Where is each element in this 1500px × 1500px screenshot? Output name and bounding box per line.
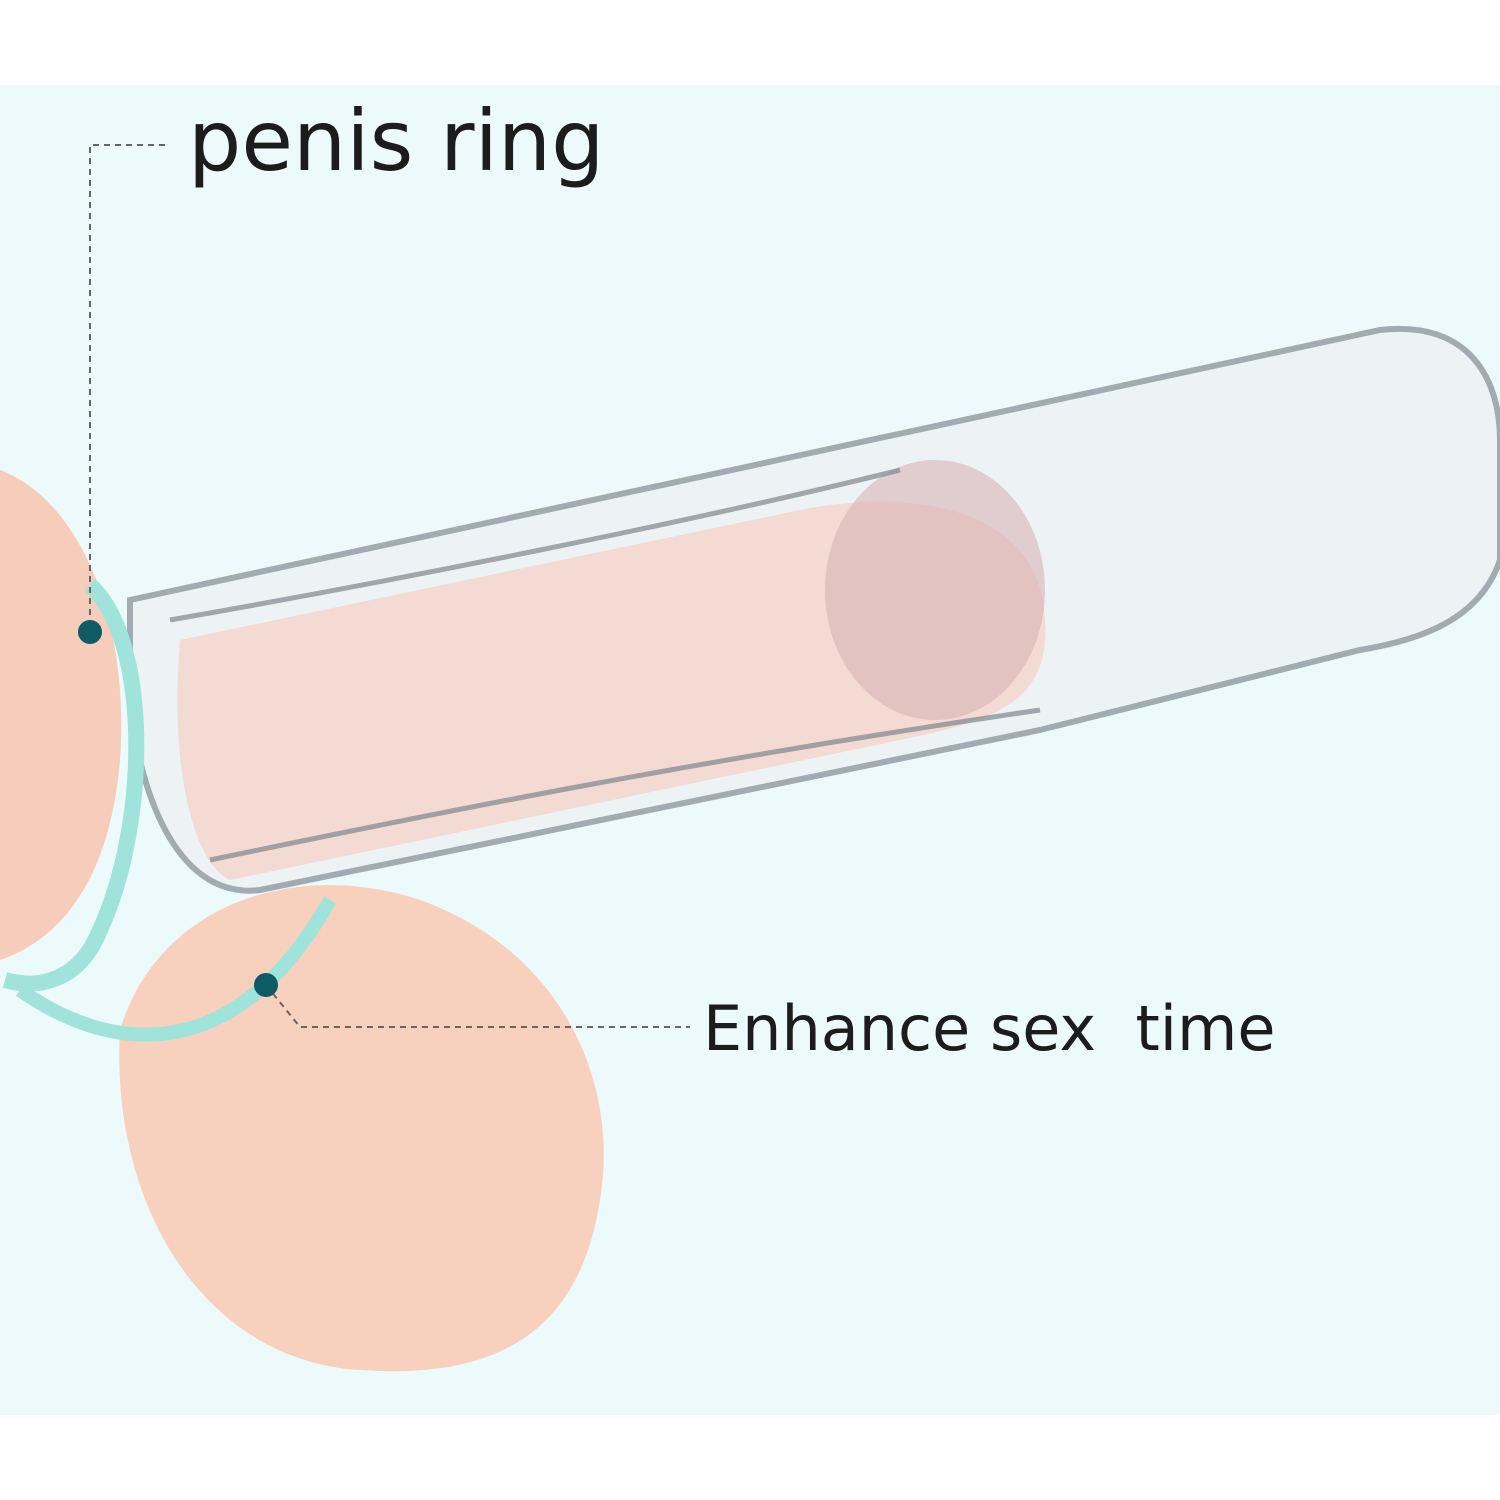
label-enhance-time: Enhance sex time — [703, 992, 1276, 1065]
sleeve-tip-shade — [825, 460, 1045, 720]
sleeve-highlight — [169, 467, 901, 623]
ring-lower — [15, 896, 337, 1042]
skin-shape-lower — [119, 885, 604, 1372]
leader-line-top — [89, 144, 165, 632]
label-penis-ring: penis ring — [188, 92, 605, 190]
skin-shape-left — [0, 470, 122, 960]
penis-ring — [2, 579, 145, 992]
sleeve-highlight-2 — [209, 707, 1041, 863]
marker-dot-bottom — [254, 973, 278, 997]
marker-dot-top — [78, 620, 102, 644]
